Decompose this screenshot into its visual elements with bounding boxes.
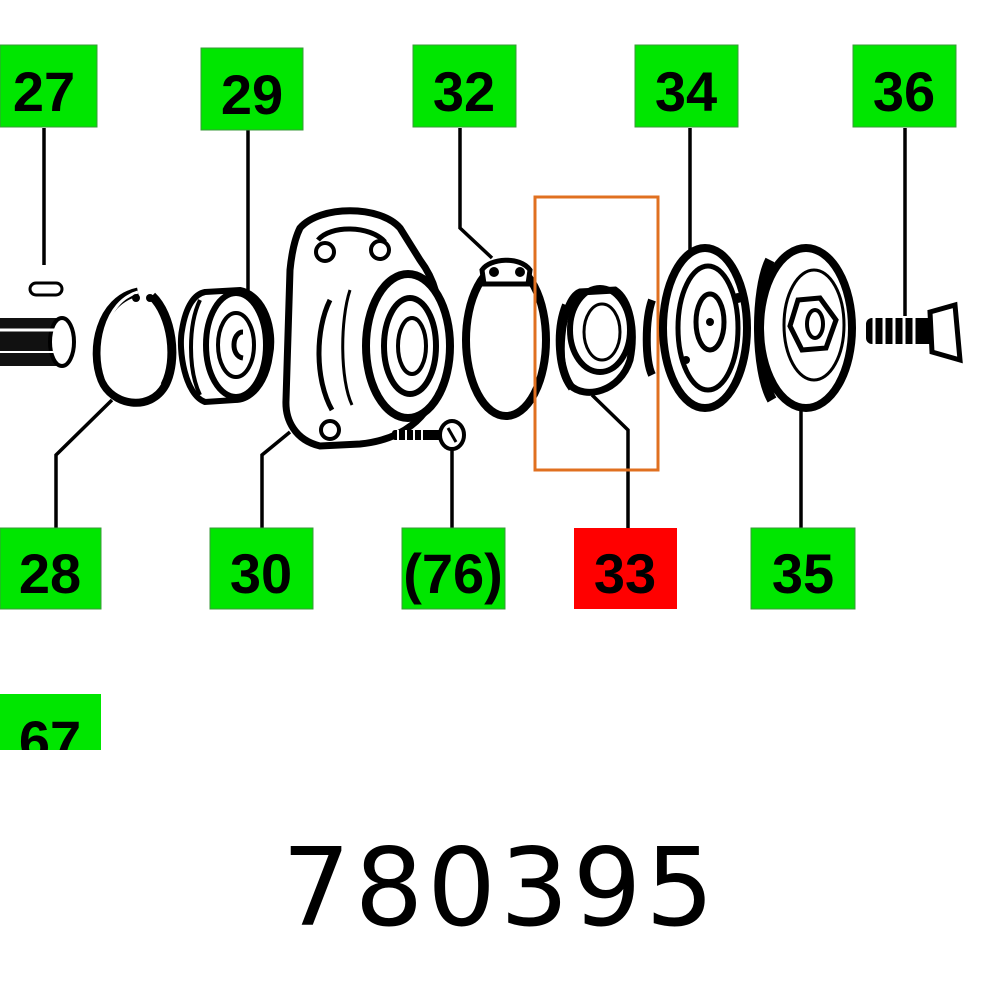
svg-text:30: 30 [230,542,292,605]
callout-32[interactable]: 32 [412,44,517,128]
flange-housing-part-30 [282,207,454,450]
svg-text:29: 29 [221,63,283,126]
svg-text:36: 36 [873,60,935,123]
callout-76[interactable]: (76) [401,527,506,610]
callout-34[interactable]: 34 [634,44,739,128]
sleeve-part-33 [555,285,636,396]
svg-text:34: 34 [655,60,717,123]
bolt-part-36 [866,301,963,364]
selection-highlight-frame [533,195,660,472]
callout-28[interactable]: 28 [0,527,102,610]
washer-part-34 [642,244,751,412]
part-number: 780395 [282,826,718,951]
screw-part-76 [392,419,466,451]
callout-35[interactable]: 35 [750,527,856,610]
leader-lines [42,128,907,528]
svg-text:32: 32 [433,60,495,123]
callout-36[interactable]: 36 [852,44,957,128]
svg-text:28: 28 [19,542,81,605]
callout-67[interactable]: 67 [0,694,101,772]
flange-nut-part-35 [754,244,856,412]
svg-text:33: 33 [594,542,656,605]
bearing-part-29 [177,286,275,406]
callout-29[interactable]: 29 [200,47,304,131]
shaft-part [0,316,76,368]
retaining-ring-part-32 [462,257,550,420]
key-part-27 [28,281,64,297]
svg-text:(76): (76) [403,542,503,605]
circlip-part-28 [92,287,177,407]
callout-30[interactable]: 30 [209,527,314,610]
svg-text:27: 27 [13,60,75,123]
svg-text:35: 35 [772,542,834,605]
callout-33-selected[interactable]: 33 [574,528,677,609]
callout-27[interactable]: 27 [0,44,98,128]
svg-text:67: 67 [19,709,81,772]
